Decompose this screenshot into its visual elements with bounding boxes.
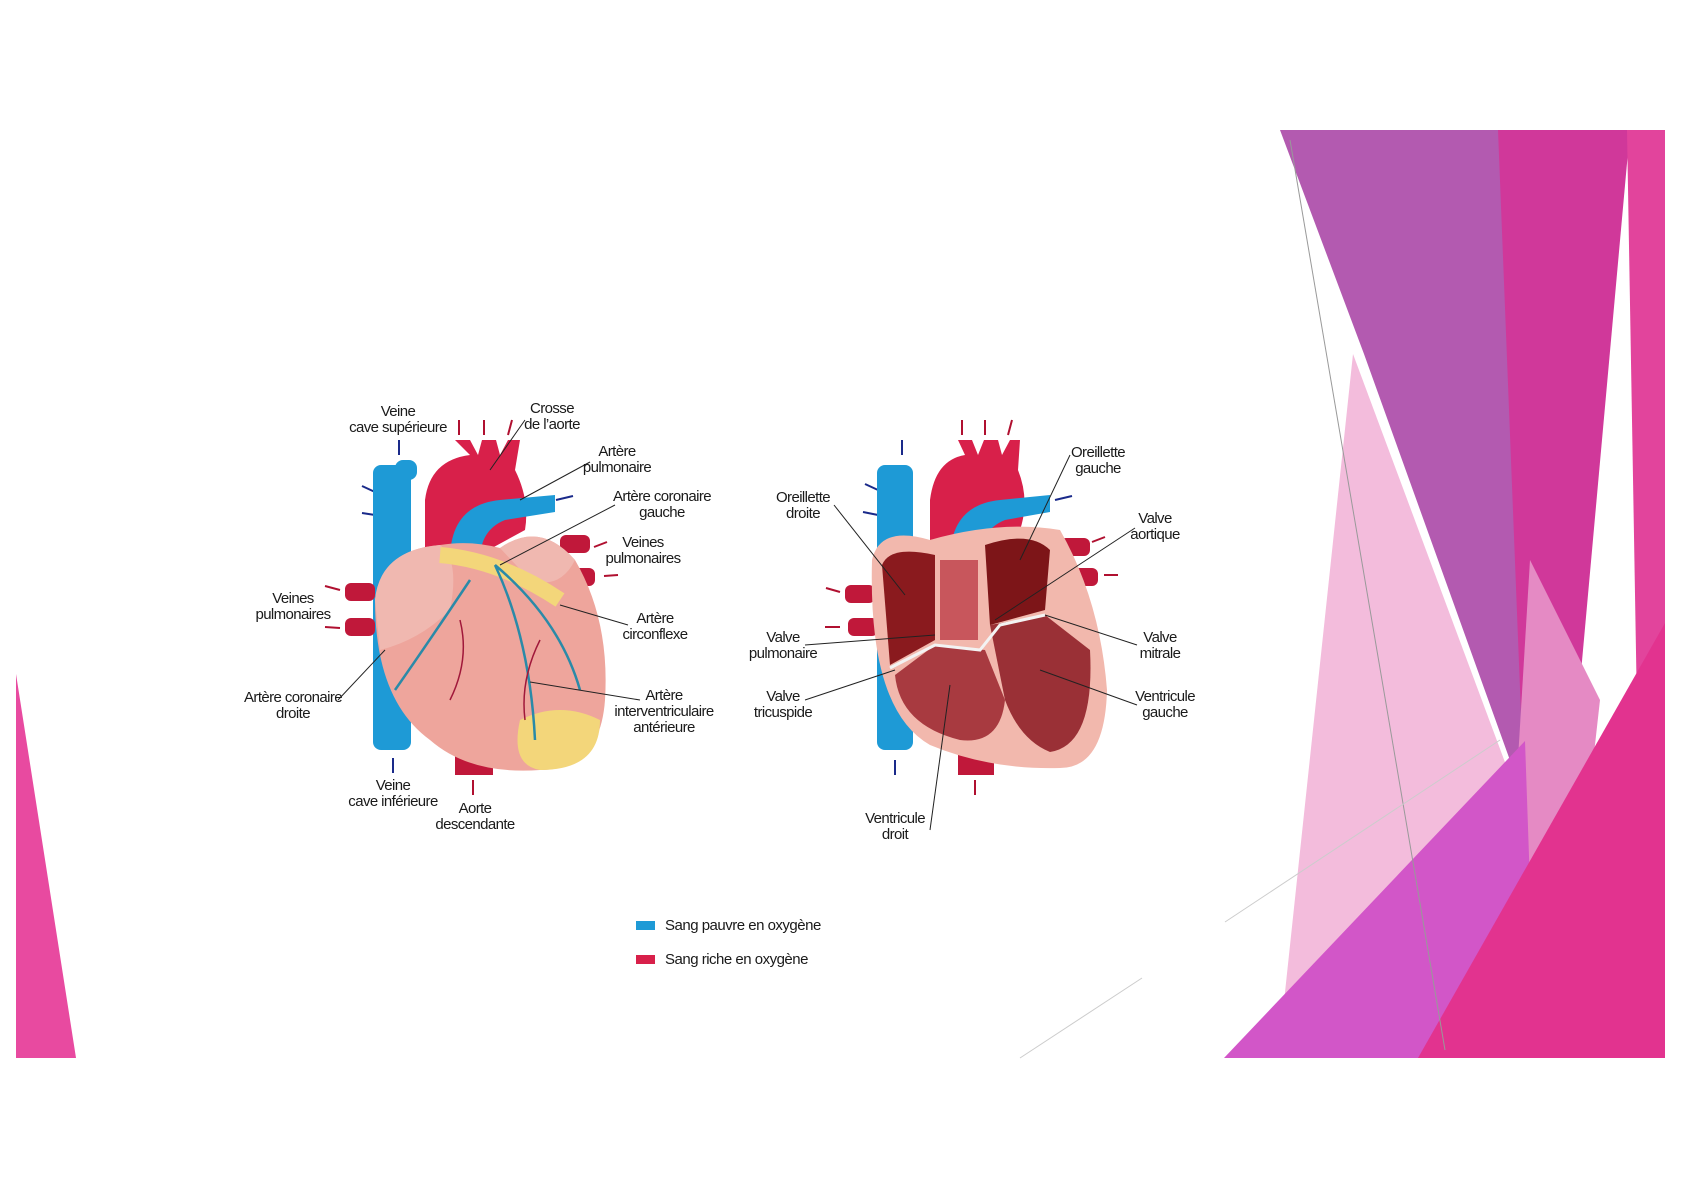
label-line: Veines bbox=[622, 534, 664, 551]
decor-hot-pink bbox=[1418, 623, 1665, 1058]
leader-lines-external bbox=[337, 419, 641, 701]
label-line: antérieure bbox=[633, 719, 695, 736]
decor-violet bbox=[1224, 741, 1536, 1058]
label-line: Ventricule bbox=[865, 810, 925, 827]
label-line: droite bbox=[276, 705, 311, 722]
decor-purple bbox=[1280, 130, 1530, 816]
arrows-section bbox=[825, 419, 1118, 795]
label-line: Valve bbox=[766, 688, 800, 705]
label-line: Valve bbox=[1143, 629, 1177, 646]
label-line: Oreillette bbox=[775, 489, 831, 506]
label-line: Artère coronaire bbox=[613, 488, 712, 505]
label-line: de l’aorte bbox=[524, 416, 580, 433]
label-line: pulmonaires bbox=[255, 606, 331, 623]
label-line: aortique bbox=[1130, 526, 1180, 543]
legend-label: Sang riche en oxygène bbox=[665, 951, 808, 968]
legend-item-oxygenated: Sang riche en oxygène bbox=[636, 951, 808, 968]
legend-swatch-red bbox=[636, 955, 655, 964]
label-line: Artère bbox=[645, 687, 683, 704]
label-line: gauche bbox=[639, 504, 685, 521]
label-line: Ventricule bbox=[1135, 688, 1195, 705]
decor-left-triangle bbox=[16, 674, 76, 1058]
label-line: Veine bbox=[375, 777, 411, 794]
label-line: circonflexe bbox=[622, 626, 688, 643]
left-ventricle bbox=[990, 615, 1091, 752]
label-line: Artère coronaire bbox=[244, 689, 343, 706]
label-line: Aorte bbox=[458, 800, 492, 817]
label-line: droit bbox=[881, 826, 909, 843]
label-line: gauche bbox=[1142, 704, 1188, 721]
label-line: droite bbox=[786, 505, 821, 522]
label-line: tricuspide bbox=[753, 704, 813, 721]
label-line: Veine bbox=[380, 403, 416, 420]
legend-label: Sang pauvre en oxygène bbox=[665, 917, 821, 934]
label-line: Veines bbox=[272, 590, 314, 607]
leader-lines-section bbox=[804, 454, 1138, 831]
label-line: gauche bbox=[1075, 460, 1121, 477]
decor-line bbox=[1019, 977, 1143, 1059]
legend-swatch-blue bbox=[636, 921, 655, 930]
label-line: Oreillette bbox=[1070, 444, 1126, 461]
arrows-external bbox=[324, 419, 619, 795]
legend-item-deoxygenated: Sang pauvre en oxygène bbox=[636, 917, 821, 934]
label-line: Valve bbox=[1138, 510, 1172, 527]
label-line: Artère bbox=[598, 443, 636, 460]
label-line: Artère bbox=[636, 610, 674, 627]
label-line: mitrale bbox=[1139, 645, 1181, 662]
label-line: pulmonaire bbox=[582, 459, 652, 476]
label-line: cave inférieure bbox=[348, 793, 438, 810]
label-line: pulmonaires bbox=[605, 550, 681, 567]
right-atrium bbox=[882, 551, 935, 665]
label-line: cave supérieure bbox=[349, 419, 447, 436]
label-line: descendante bbox=[435, 816, 515, 833]
decor-line bbox=[1224, 739, 1501, 923]
left-atrium bbox=[985, 538, 1050, 625]
label-line: pulmonaire bbox=[748, 645, 818, 662]
aortic-arch bbox=[425, 440, 527, 560]
decor-line bbox=[1289, 139, 1446, 1051]
label-line: Crosse bbox=[530, 400, 575, 417]
label-line: Valve bbox=[766, 629, 800, 646]
right-ventricle bbox=[895, 645, 1005, 741]
label-line: interventriculaire bbox=[614, 703, 714, 720]
